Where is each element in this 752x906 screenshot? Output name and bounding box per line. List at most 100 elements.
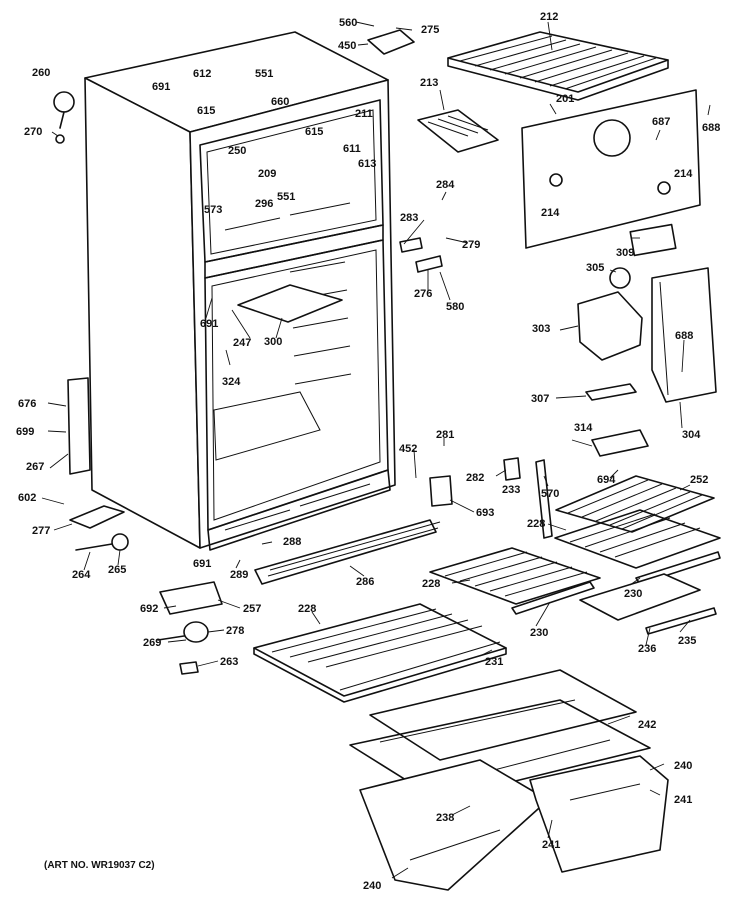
callout-309: 309: [616, 247, 634, 259]
callout-270: 270: [24, 126, 42, 138]
callout-250: 250: [228, 145, 246, 157]
callout-267: 267: [26, 461, 44, 473]
rail-230-a: [511, 581, 595, 615]
callout-277: 277: [32, 525, 50, 537]
callout-214a: 214: [541, 207, 560, 219]
callout-300: 300: [264, 336, 282, 348]
shelf-228-middle: [429, 547, 601, 605]
callout-269: 269: [143, 637, 161, 649]
callout-452: 452: [399, 443, 417, 455]
control-knob-305: [609, 267, 631, 289]
art-number: (ART NO. WR19037 C2): [44, 860, 155, 871]
ice-tray-213: [417, 109, 499, 153]
callout-289: 289: [230, 569, 248, 581]
callout-660: 660: [271, 96, 289, 108]
callout-247: 247: [233, 337, 251, 349]
callout-305: 305: [586, 262, 604, 274]
callout-613: 613: [358, 158, 376, 170]
callout-231: 231: [485, 656, 503, 668]
crisper-drawer-left: [359, 759, 549, 891]
callout-241b: 241: [542, 839, 560, 851]
wire-shelf-212: [447, 31, 669, 101]
callout-211: 211: [355, 108, 373, 120]
callout-209: 209: [258, 168, 276, 180]
crisper-drawer-right: [529, 755, 669, 873]
callout-257: 257: [243, 603, 261, 615]
callout-450: 450: [338, 40, 356, 52]
callout-279: 279: [462, 239, 480, 251]
callout-560a: 560: [339, 17, 357, 29]
callout-283: 283: [400, 212, 418, 224]
callout-281: 281: [436, 429, 454, 441]
callout-286: 286: [356, 576, 374, 588]
callout-304: 304: [682, 429, 701, 441]
bar-235: [645, 607, 717, 635]
callout-228a: 228: [527, 518, 545, 530]
callout-213: 213: [420, 77, 438, 89]
callout-691a: 691: [152, 81, 170, 93]
callout-691b: 691: [200, 318, 218, 330]
callout-265: 265: [108, 564, 126, 576]
callout-615b: 615: [305, 126, 323, 138]
callout-235: 235: [678, 635, 696, 647]
callout-688a: 688: [702, 122, 720, 134]
light-housing-314: [591, 429, 649, 457]
callout-282: 282: [466, 472, 484, 484]
control-housing-303: [577, 291, 643, 361]
callout-303: 303: [532, 323, 550, 335]
callout-314: 314: [574, 422, 593, 434]
callout-241a: 241: [674, 794, 692, 806]
callout-551b: 551: [277, 191, 295, 203]
callout-242: 242: [638, 719, 656, 731]
callout-264: 264: [72, 569, 91, 581]
small-parts: [53, 29, 553, 675]
callout-691c: 691: [193, 558, 211, 570]
callout-296: 296: [255, 198, 273, 210]
callout-551a: 551: [255, 68, 273, 80]
leader-lines: [41, 21, 711, 879]
callout-324: 324: [222, 376, 241, 388]
callout-260: 260: [32, 67, 50, 79]
callout-694: 694: [597, 474, 616, 486]
callout-612: 612: [193, 68, 211, 80]
callout-692: 692: [140, 603, 158, 615]
callout-228c: 228: [298, 603, 316, 615]
callout-228b: 228: [422, 578, 440, 590]
callout-693: 693: [476, 507, 494, 519]
evaporator-cover-201: [521, 89, 701, 249]
callout-240b: 240: [363, 880, 381, 892]
callout-276: 276: [414, 288, 432, 300]
callout-275: 275: [421, 24, 439, 36]
callout-288a: 288: [283, 536, 301, 548]
callout-236: 236: [638, 643, 656, 655]
callout-307: 307: [531, 393, 549, 405]
callout-278: 278: [226, 625, 244, 637]
callout-615a: 615: [197, 105, 215, 117]
callout-230b: 230: [530, 627, 548, 639]
callout-573: 573: [204, 204, 222, 216]
callout-212: 212: [540, 11, 558, 23]
callout-240a: 240: [674, 760, 692, 772]
callout-570: 570: [541, 488, 559, 500]
callout-233: 233: [502, 484, 520, 496]
callout-602: 602: [18, 492, 36, 504]
bracket-307: [585, 383, 637, 401]
pan-236: [579, 573, 701, 621]
callout-688b: 688: [675, 330, 693, 342]
label-card-309: [629, 223, 677, 257]
callout-214b: 214: [674, 168, 693, 180]
callout-201: 201: [556, 93, 574, 105]
callout-238: 238: [436, 812, 454, 824]
callout-699: 699: [16, 426, 34, 438]
callout-687: 687: [652, 116, 670, 128]
callout-263: 263: [220, 656, 238, 668]
grille-286: [254, 519, 441, 585]
callout-230a: 230: [624, 588, 642, 600]
air-duct-304: [651, 267, 717, 403]
shelf-228-upper: [554, 509, 721, 569]
callout-676: 676: [18, 398, 36, 410]
callout-611: 611: [343, 143, 361, 155]
callout-284: 284: [436, 179, 455, 191]
refrigerator-cabinet: [84, 31, 396, 551]
